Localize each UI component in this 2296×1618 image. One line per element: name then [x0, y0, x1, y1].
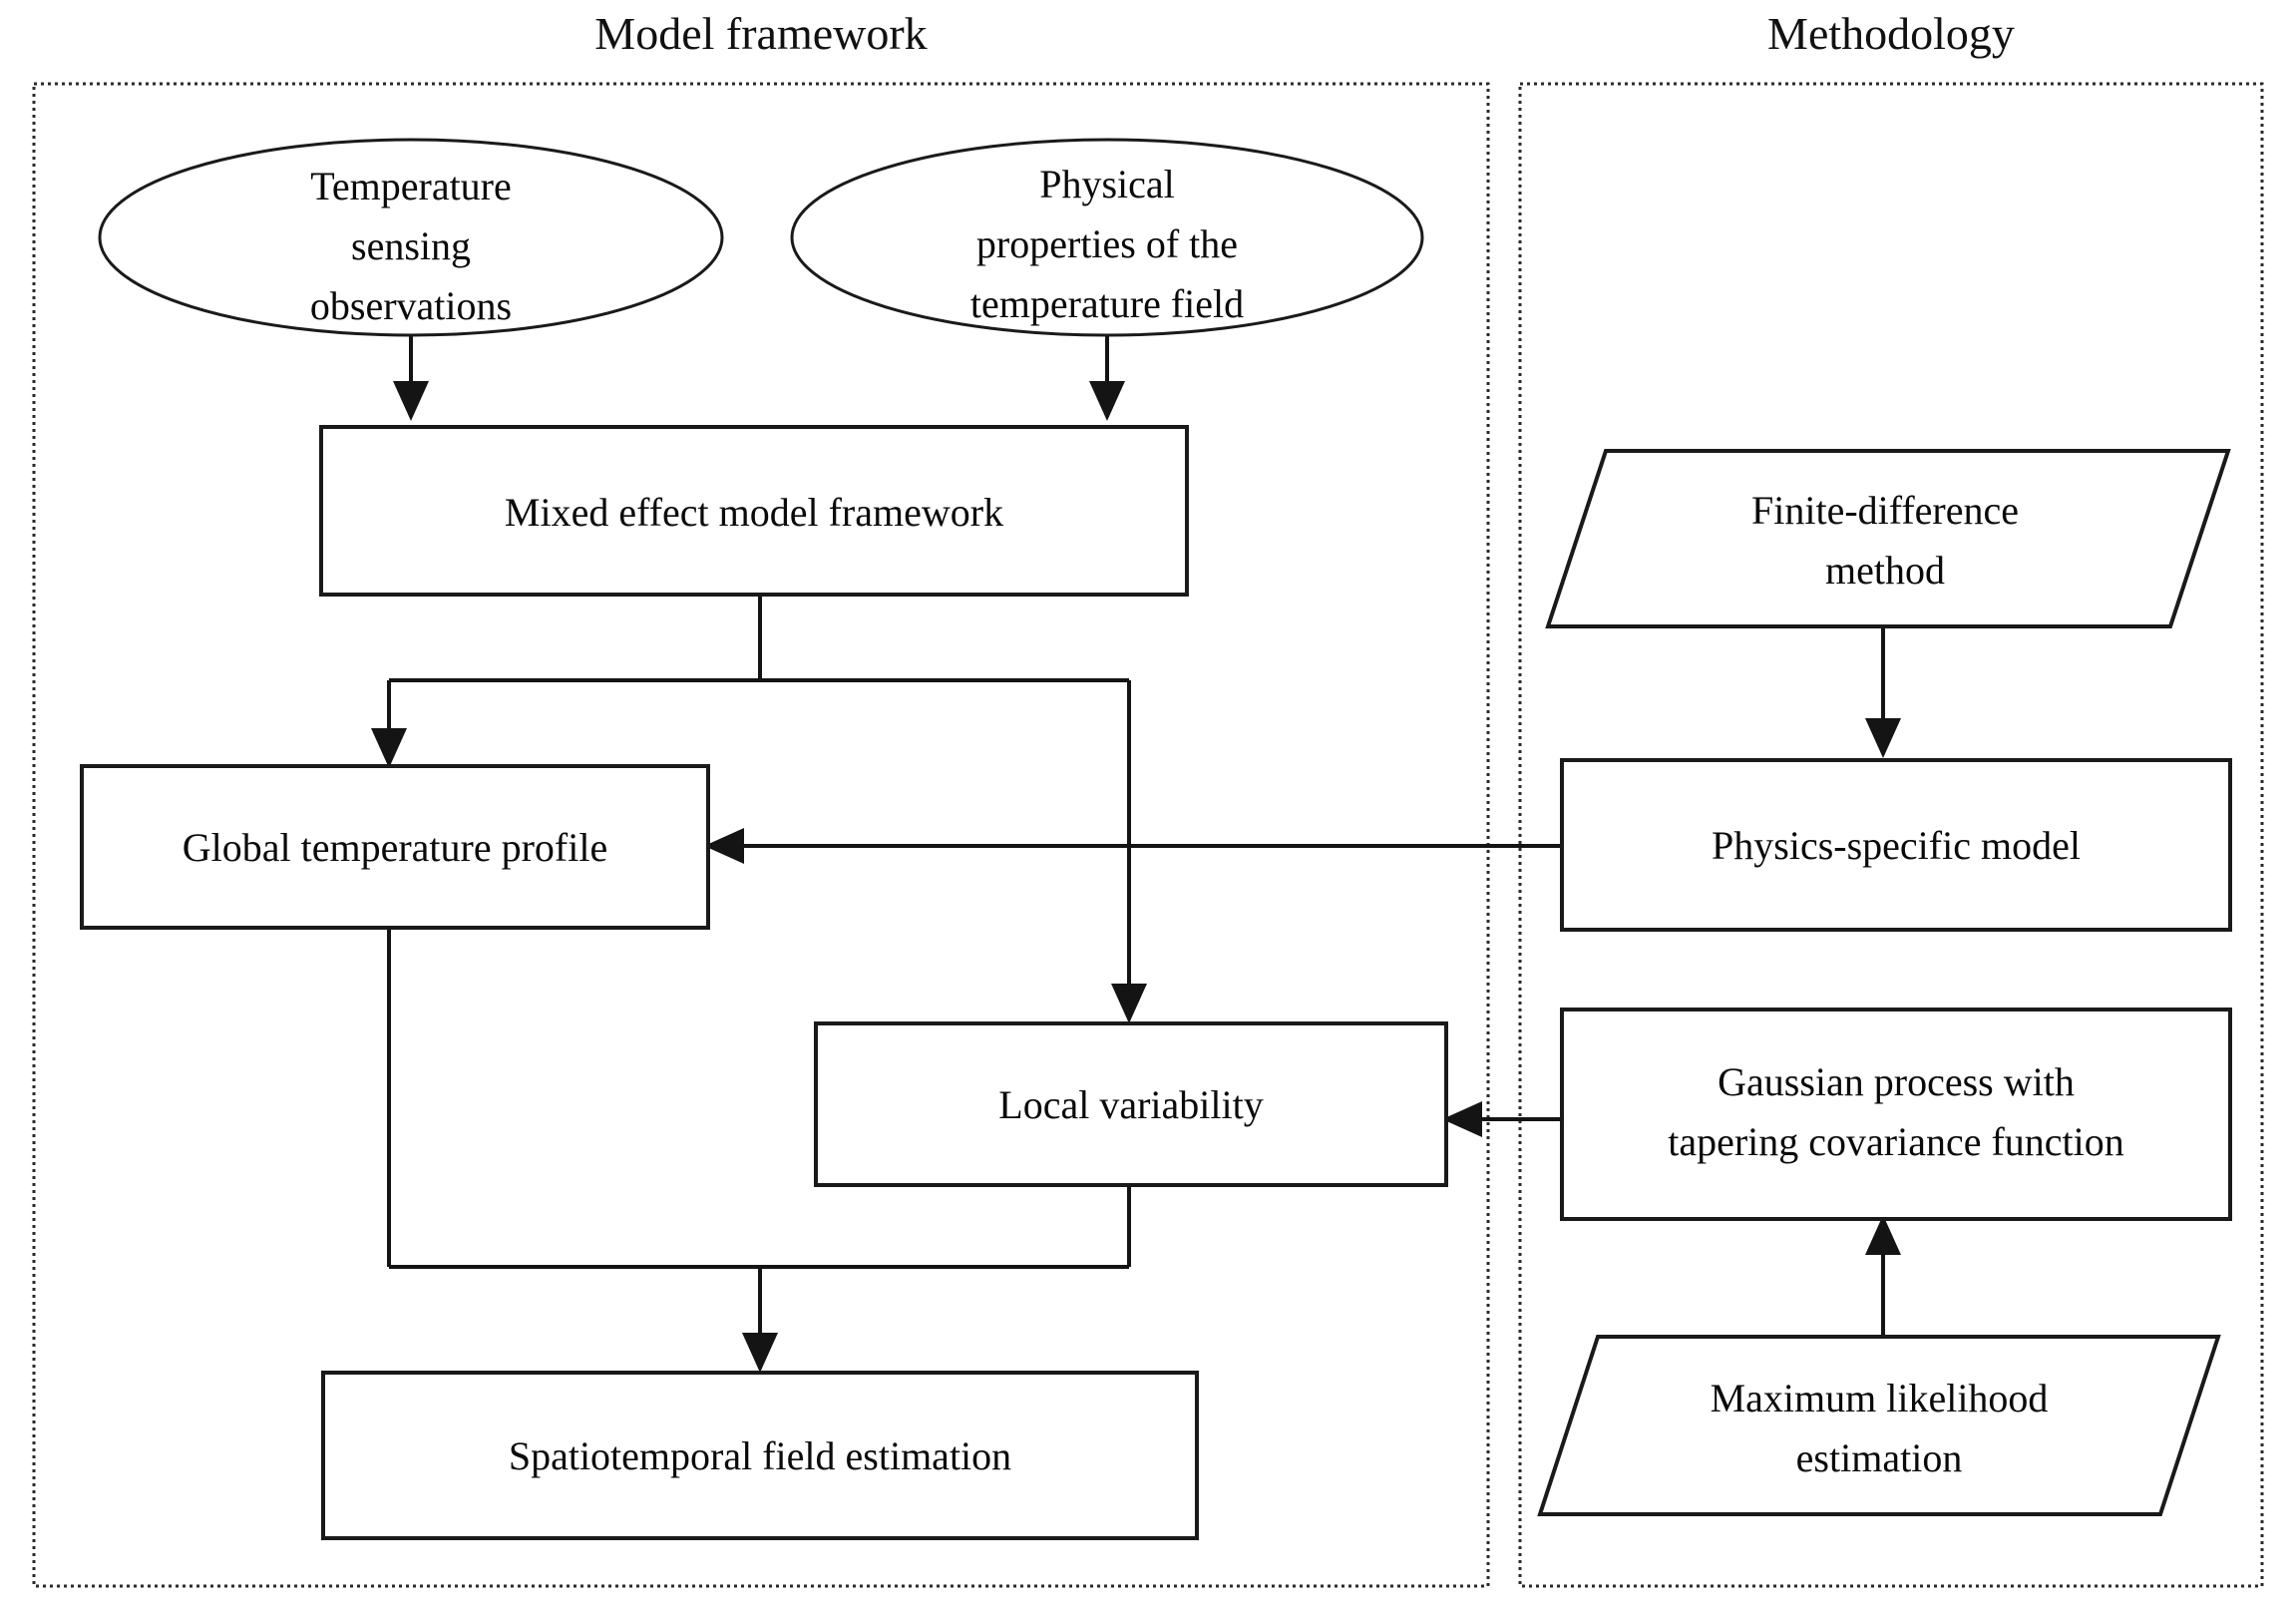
node-label-line: Physics-specific model	[1712, 823, 2081, 868]
node-gaussian-process[interactable]: Gaussian process with tapering covarianc…	[1560, 1008, 2232, 1221]
node-label-line: Finite-difference	[1751, 488, 2019, 533]
panel-title-methodology: Methodology	[1767, 8, 2015, 59]
node-label-line: method	[1825, 548, 1945, 593]
parallelogram-shape	[1537, 1335, 2221, 1516]
node-label-line: estimation	[1796, 1435, 1963, 1480]
node-label-line: Global temperature profile	[183, 825, 607, 870]
node-label-line: Spatiotemporal field estimation	[509, 1433, 1011, 1478]
rect-shape	[80, 764, 710, 930]
node-local-variability[interactable]: Local variability	[814, 1021, 1448, 1187]
node-maximum-likelihood-estimation[interactable]: Maximum likelihood estimation	[1537, 1335, 2221, 1516]
panel-border-methodology	[1518, 82, 2264, 1588]
node-label-line: Temperature	[310, 164, 512, 208]
parallelogram-shape	[1545, 449, 2231, 628]
node-label-line: tapering covariance function	[1668, 1119, 2124, 1164]
node-global-temperature-profile[interactable]: Global temperature profile	[80, 764, 710, 930]
node-mixed-effect-model-framework[interactable]: Mixed effect model framework	[319, 425, 1189, 597]
node-label-line: sensing	[351, 223, 471, 268]
node-physical-properties[interactable]: Physical properties of the temperature f…	[790, 138, 1424, 337]
node-label-line: Physical	[1039, 162, 1175, 206]
node-label-line: temperature field	[970, 281, 1244, 326]
node-label-line: Local variability	[998, 1082, 1263, 1127]
node-label-line: Mixed effect model framework	[505, 490, 1003, 535]
panel-border-model-framework	[32, 82, 1490, 1588]
node-spatiotemporal-field-estimation[interactable]: Spatiotemporal field estimation	[321, 1371, 1199, 1540]
rect-shape	[814, 1021, 1448, 1187]
node-label-line: observations	[310, 283, 512, 328]
rect-shape	[1560, 758, 2232, 932]
ellipse-shape	[98, 138, 724, 337]
node-physics-specific-model[interactable]: Physics-specific model	[1560, 758, 2232, 932]
node-label-line: Gaussian process with	[1718, 1059, 2075, 1104]
rect-shape	[319, 425, 1189, 597]
node-finite-difference-method[interactable]: Finite-difference method	[1545, 449, 2231, 628]
node-temperature-sensing-observations[interactable]: Temperature sensing observations	[98, 138, 724, 337]
ellipse-shape	[790, 138, 1424, 337]
node-label-line: Maximum likelihood	[1711, 1376, 2049, 1420]
rect-shape	[1560, 1008, 2232, 1221]
rect-shape	[321, 1371, 1199, 1540]
node-label-line: properties of the	[976, 221, 1238, 266]
panel-title-model-framework: Model framework	[594, 8, 927, 59]
